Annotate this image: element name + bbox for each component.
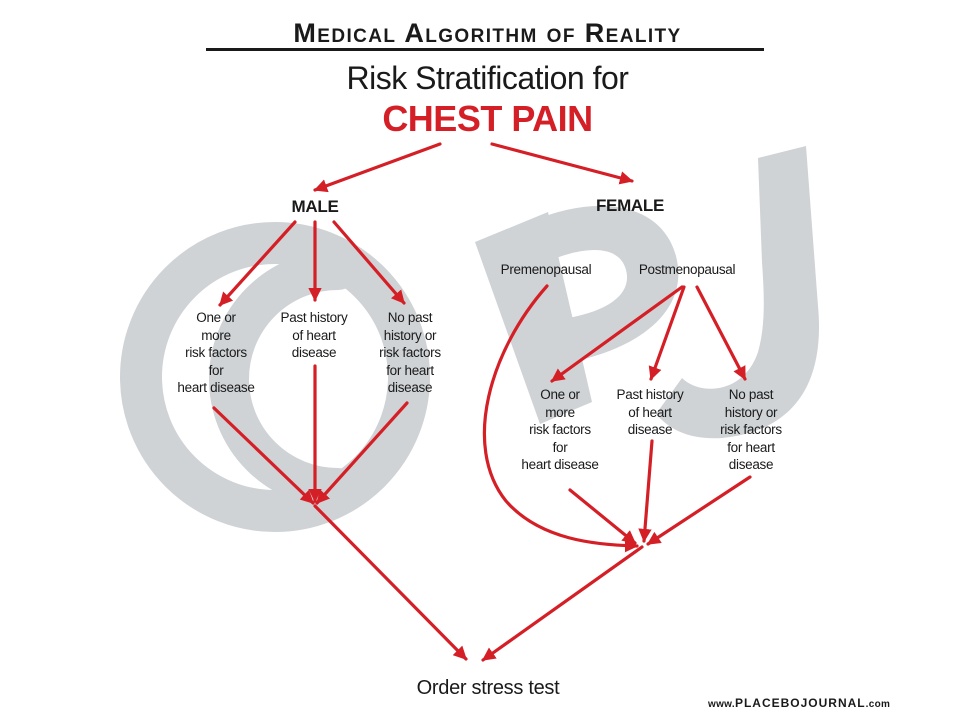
- arrows: [212, 142, 752, 662]
- premenopausal-label: Premenopausal: [500, 262, 592, 277]
- female-node-no-past: No past history or risk factors for hear…: [720, 387, 782, 472]
- male-label: MALE: [291, 197, 339, 216]
- arrow-female-post: [550, 285, 684, 383]
- header-underline: [206, 48, 764, 51]
- male-node-no-past: No past history or risk factors for hear…: [379, 310, 441, 395]
- arrow-male-risk-down: [212, 406, 315, 505]
- arrow-male-to-result: [313, 504, 468, 661]
- page-subtitle: Risk Stratification for: [346, 60, 629, 96]
- female-node-risk-factors: One or more risk factors for heart disea…: [521, 387, 599, 472]
- arrow-female-nopast-down: [646, 475, 752, 546]
- site-url-prefix: www.: [708, 699, 735, 710]
- arrow-female-risk-down: [568, 488, 637, 545]
- arrow-male-nopast-down: [315, 401, 409, 505]
- order-stress-test: Order stress test: [416, 677, 560, 699]
- male-node-past-history: Past history of heart disease: [280, 310, 348, 360]
- male-node-risk-factors: One or more risk factors for heart disea…: [177, 310, 255, 395]
- arrow-female-history-down: [638, 439, 654, 543]
- female-label: FEMALE: [595, 196, 665, 215]
- female-node-past-history: Past history of heart disease: [616, 387, 684, 437]
- arrow-female-nopast: [695, 285, 747, 381]
- arrow-male-nopast: [332, 220, 406, 305]
- header-title: Medical Algorithm of Reality: [293, 18, 682, 48]
- postmenopausal-label: Postmenopausal: [638, 262, 736, 277]
- chest-pain-heading: CHEST PAIN: [382, 98, 593, 139]
- arrow-to-male: [313, 142, 442, 193]
- site-url: www.PLACEBOJOURNAL.com: [708, 696, 890, 710]
- arrow-female-history: [648, 285, 686, 381]
- arrow-to-female: [490, 142, 634, 185]
- site-url-main: PLACEBOJOURNAL: [734, 696, 866, 710]
- arrow-premenopausal-curve: [482, 284, 639, 553]
- site-url-suffix: .com: [865, 699, 891, 710]
- arrow-female-to-result: [481, 545, 644, 662]
- arrow-male-risk: [218, 220, 297, 307]
